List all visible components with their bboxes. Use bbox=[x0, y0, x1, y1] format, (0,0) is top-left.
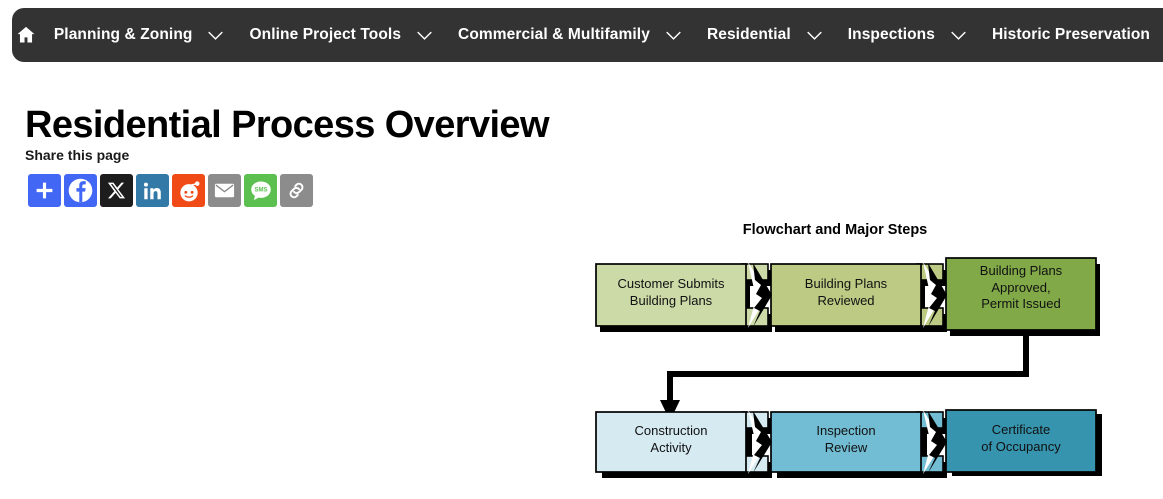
nav-item-planning-zoning[interactable]: Planning & Zoning bbox=[41, 8, 237, 62]
email-icon[interactable] bbox=[208, 174, 241, 207]
sms-icon[interactable]: SMS bbox=[244, 174, 277, 207]
share-this-page-heading: Share this page bbox=[25, 147, 130, 163]
chevron-down-icon[interactable] bbox=[663, 30, 694, 41]
flow-box-step-1 bbox=[595, 263, 747, 327]
chevron-down-icon[interactable] bbox=[414, 30, 445, 41]
chevron-down-icon[interactable] bbox=[804, 30, 835, 41]
svg-text:SMS: SMS bbox=[254, 187, 267, 193]
nav-label-planning-zoning[interactable]: Planning & Zoning bbox=[53, 26, 193, 43]
flowchart-graphic bbox=[595, 257, 1102, 478]
copy-link-icon[interactable] bbox=[280, 174, 313, 207]
flow-box-step-2 bbox=[770, 263, 922, 327]
nav-label-inspections[interactable]: Inspections bbox=[847, 26, 935, 43]
nav-item-commercial-multifamily[interactable]: Commercial & Multifamily bbox=[445, 8, 694, 62]
flow-box-step-6 bbox=[945, 409, 1097, 473]
x-twitter-icon[interactable] bbox=[100, 174, 133, 207]
page-title: Residential Process Overview bbox=[25, 104, 550, 147]
nav-label-online-project-tools[interactable]: Online Project Tools bbox=[249, 26, 402, 43]
chevron-down-icon[interactable] bbox=[205, 30, 236, 41]
share-button-bar: SMS bbox=[28, 174, 313, 207]
process-flowchart: Flowchart and Major Steps bbox=[570, 222, 1130, 499]
nav-label-residential[interactable]: Residential bbox=[706, 26, 791, 43]
nav-label-commercial-multifamily[interactable]: Commercial & Multifamily bbox=[458, 26, 650, 43]
home-icon[interactable] bbox=[12, 24, 41, 46]
flowchart-title: Flowchart and Major Steps bbox=[742, 222, 928, 238]
main-navigation-bar: Planning & Zoning Online Project Tools C… bbox=[12, 8, 1163, 62]
nav-item-inspections[interactable]: Inspections bbox=[835, 8, 979, 62]
nav-item-historic-preservation[interactable]: Historic Preservation bbox=[979, 8, 1163, 62]
nav-label-historic-preservation[interactable]: Historic Preservation bbox=[991, 26, 1150, 43]
chevron-down-icon[interactable] bbox=[948, 30, 979, 41]
flow-box-step-3 bbox=[945, 257, 1097, 331]
flow-box-step-4 bbox=[595, 411, 747, 473]
facebook-icon[interactable] bbox=[64, 174, 97, 207]
flow-box-step-5 bbox=[770, 411, 922, 473]
linkedin-icon[interactable] bbox=[136, 174, 169, 207]
addthis-share-icon[interactable] bbox=[28, 174, 61, 207]
nav-item-online-project-tools[interactable]: Online Project Tools bbox=[236, 8, 445, 62]
nav-item-residential[interactable]: Residential bbox=[694, 8, 835, 62]
reddit-icon[interactable] bbox=[172, 174, 205, 207]
